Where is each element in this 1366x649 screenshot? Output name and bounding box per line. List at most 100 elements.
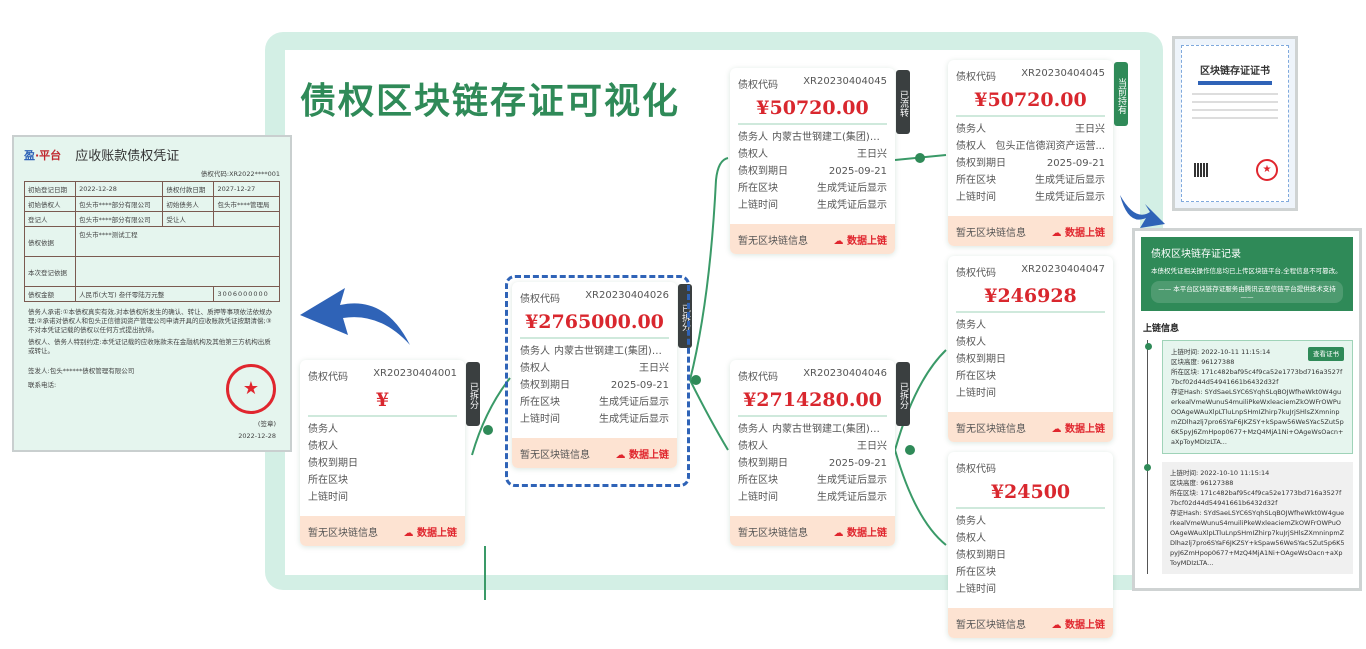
- issuer: 签发人:包头******债权管理有限公司: [28, 367, 135, 375]
- upload-to-chain-button[interactable]: ☁ 数据上链: [1051, 619, 1105, 631]
- voucher-code: 债权代码:XR2022****001: [200, 170, 280, 178]
- code-label: 债权代码: [956, 268, 996, 279]
- red-seal-icon: ★: [1256, 159, 1278, 181]
- status-tag: 已拆分: [466, 362, 480, 426]
- info-row: 债务人内蒙古世钢建工(集团)有...: [738, 424, 887, 435]
- info-row: 所在区块: [956, 371, 996, 382]
- amount-digits: 3006000000: [213, 286, 280, 302]
- chain-status: 暂无区块链信息: [308, 527, 378, 539]
- info-row: 所在区块生成凭证后显示: [956, 175, 1105, 186]
- debt-code: XR20230404026: [585, 290, 669, 301]
- chain-status: 暂无区块链信息: [738, 527, 808, 539]
- debt-amount: ¥246928: [984, 285, 1077, 307]
- chain-status: 暂无区块链信息: [956, 619, 1026, 631]
- red-seal-icon: ★: [226, 364, 276, 414]
- info-row: 上链时间: [956, 388, 996, 399]
- info-row: 债权人: [956, 533, 986, 544]
- seal-label: (签章): [257, 420, 276, 428]
- info-row: 债务人: [956, 320, 986, 331]
- info-row: 债权到期日: [956, 354, 1006, 365]
- voucher-title: 应收账款债权凭证: [75, 149, 180, 164]
- info-row: 上链时间生成凭证后显示: [520, 414, 669, 425]
- blockchain-certificate[interactable]: 区块链存证证书 ★: [1172, 36, 1298, 211]
- connector-line: [689, 379, 729, 451]
- blockchain-record-panel: 债权区块链存证记录 本债权凭证相关操作信息均已上传区块链平台,全程信息不可篡改。…: [1132, 228, 1362, 591]
- debt-amount: ¥50720.00: [974, 89, 1087, 111]
- info-row: 债务人: [308, 424, 338, 435]
- info-row: 所在区块生成凭证后显示: [738, 183, 887, 194]
- info-row: 债权到期日: [308, 458, 358, 469]
- upload-to-chain-button[interactable]: ☁ 数据上链: [1051, 227, 1105, 239]
- info-row: 所在区块: [956, 567, 996, 578]
- qr-code-icon: [1194, 163, 1208, 177]
- code-label: 债权代码: [956, 72, 996, 83]
- page-title: 债权区块链存证可视化: [300, 81, 681, 122]
- certificate-title: 区块链存证证书: [1200, 66, 1270, 77]
- upload-to-chain-button[interactable]: ☁ 数据上链: [1051, 423, 1105, 435]
- info-row: 上链时间: [308, 492, 348, 503]
- info-row: 所在区块生成凭证后显示: [738, 475, 887, 486]
- info-row: 上链时间生成凭证后显示: [738, 200, 887, 211]
- status-tag: 已拆分: [678, 284, 692, 348]
- info-row: 债权人王日兴: [738, 149, 887, 160]
- info-row: 上链时间: [956, 584, 996, 595]
- status-tag: 当前持有: [1114, 62, 1128, 126]
- view-certificate-button[interactable]: 查看证书: [1308, 347, 1344, 361]
- collapse-node-icon: [483, 425, 493, 435]
- upload-to-chain-button[interactable]: ☁ 数据上链: [833, 527, 887, 539]
- upload-to-chain-button[interactable]: ☁ 数据上链: [833, 235, 887, 247]
- code-label: 债权代码: [738, 80, 778, 91]
- timeline-dot: [1144, 464, 1151, 471]
- debt-amount: ¥2765000.00: [525, 311, 664, 333]
- connector-line: [894, 449, 947, 546]
- upload-to-chain-button[interactable]: ☁ 数据上链: [403, 527, 457, 539]
- info-row: 上链时间生成凭证后显示: [956, 192, 1105, 203]
- timeline-dot: [1145, 343, 1152, 350]
- chain-status: 暂无区块链信息: [956, 423, 1026, 435]
- status-tag: 已流转: [896, 70, 910, 134]
- voucher-date: 2022-12-28: [238, 432, 276, 440]
- blue-arrow-icon: [1120, 195, 1165, 228]
- connector-line: [689, 157, 729, 381]
- chain-status: 暂无区块链信息: [956, 227, 1026, 239]
- info-row: 债权人王日兴: [738, 441, 887, 452]
- code-label: 债权代码: [738, 372, 778, 383]
- record-banner: 债权区块链存证记录 本债权凭证相关操作信息均已上传区块链平台,全程信息不可篡改。…: [1141, 237, 1353, 311]
- debt-amount: ¥50720.00: [756, 97, 869, 119]
- debt-code: XR20230404047: [1021, 264, 1105, 275]
- code-label: 债权代码: [956, 464, 996, 475]
- info-row: 债权人: [956, 337, 986, 348]
- blue-arrow-icon: [300, 288, 410, 345]
- info-row: 债权人王日兴: [520, 363, 669, 374]
- debt-card[interactable]: 债权代码 XR20230404047 ¥246928 债务人债权人债权到期日所在区块…: [948, 256, 1113, 442]
- info-row: 所在区块生成凭证后显示: [520, 397, 669, 408]
- debt-code: XR20230404046: [803, 368, 887, 379]
- debt-code: XR20230404045: [803, 76, 887, 87]
- section-title: 上链信息: [1143, 324, 1180, 334]
- upload-to-chain-button[interactable]: ☁ 数据上链: [615, 449, 669, 461]
- chain-status: 暂无区块链信息: [738, 235, 808, 247]
- debt-code: XR20230404001: [373, 368, 457, 379]
- status-tag: 已拆分: [896, 362, 910, 426]
- info-row: 上链时间生成凭证后显示: [738, 492, 887, 503]
- voucher-notes: 债务人承诺:①本债权真实有效,对本债权所发生的确认、转让、质押等事项依法依规办理…: [28, 308, 273, 355]
- collapse-node-icon: [905, 445, 915, 455]
- debt-code: XR20230404045: [1021, 68, 1105, 79]
- record-support: —— 本平台区块链存证服务由腾讯云至信链平台提供技术支持 ——: [1151, 281, 1343, 303]
